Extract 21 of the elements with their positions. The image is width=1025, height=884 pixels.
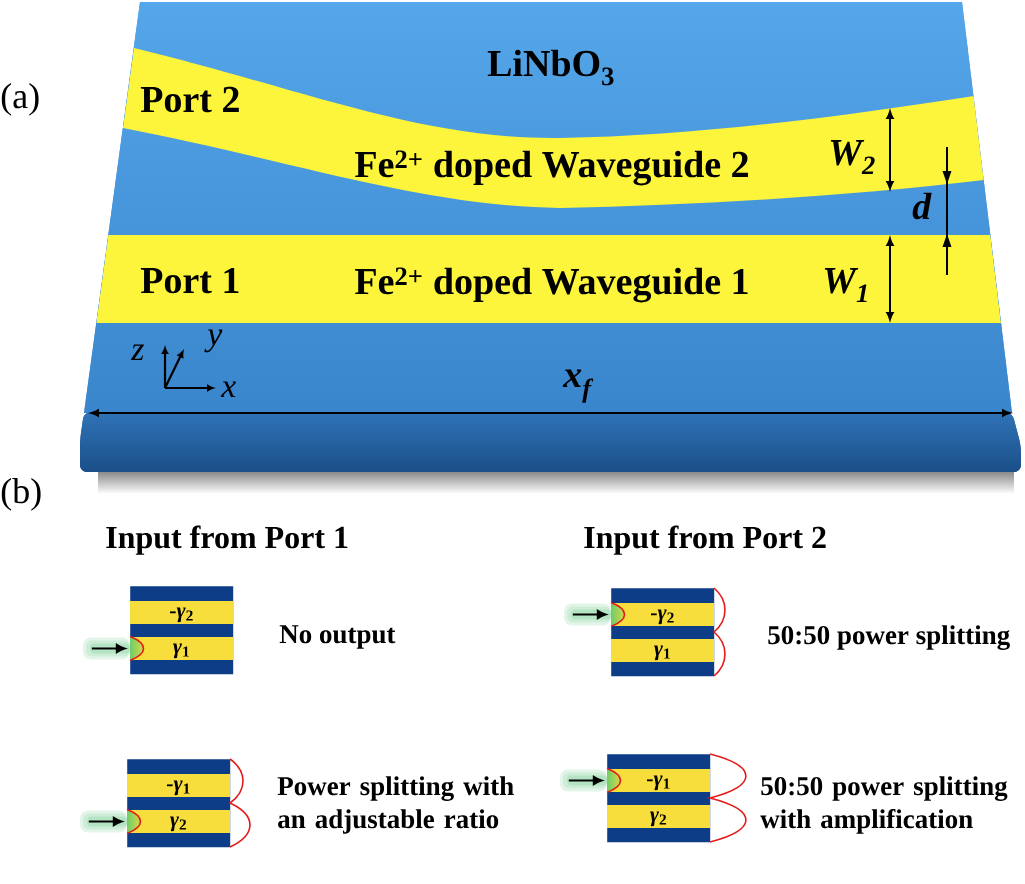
dimension-label: W$_{2}$	[830, 140, 875, 175]
arrow	[571, 609, 607, 620]
panel-label: (b)	[1, 478, 41, 511]
arrow	[87, 816, 123, 827]
axis-label: x	[220, 381, 237, 397]
result-label: 50:50 power splitting	[768, 625, 1010, 650]
arrow	[567, 775, 603, 786]
arrow	[90, 643, 126, 654]
waveguide-band: -γ$_{1}$	[127, 774, 230, 797]
result-label: No output	[279, 625, 396, 649]
panel-label: (a)	[1, 83, 39, 116]
column-heading: Input from Port 1	[106, 525, 348, 555]
result-label: 50:50 power splitting with amplification	[760, 776, 1008, 834]
waveguide-band: -γ$_{2}$	[130, 601, 233, 624]
waveguide-band: γ$_{2}$	[607, 805, 710, 828]
waveguide-band: -γ$_{1}$	[607, 769, 710, 792]
result-label: Power splitting with an adjustable ratio	[277, 776, 514, 834]
dimension-label: W$_{1}$	[824, 268, 867, 302]
dimension-label: x$_{f}$	[562, 369, 594, 403]
column-heading: Input from Port 2	[584, 525, 826, 555]
waveguide-band: γ$_{1}$	[611, 639, 714, 662]
